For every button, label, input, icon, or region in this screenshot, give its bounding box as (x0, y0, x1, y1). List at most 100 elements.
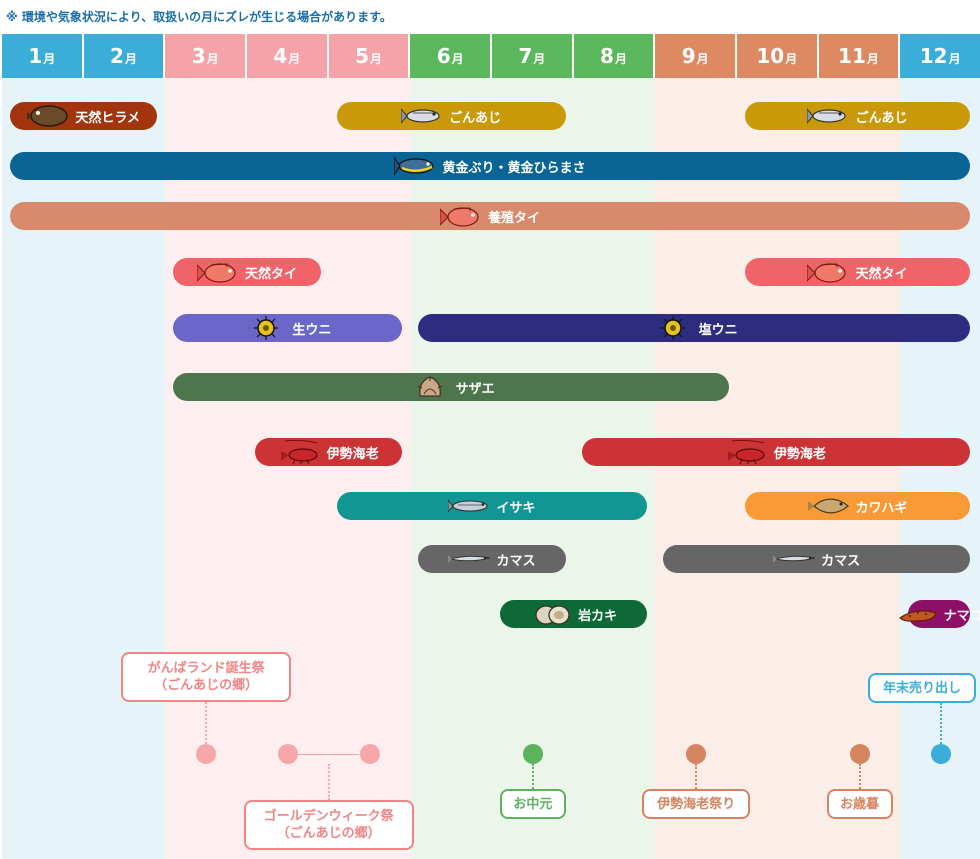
event-leader-line (531, 764, 534, 789)
month-unit: 月 (288, 52, 301, 66)
seafood-label: ナマコ (943, 608, 980, 624)
seafood-bar: 伊勢海老 (581, 438, 970, 466)
event-leader-line (327, 764, 330, 800)
event-dot (277, 744, 298, 764)
seafood-bar: ごんあじ (745, 102, 970, 130)
seafood-bar: 天然タイ (173, 258, 321, 286)
event-venue: （ごんあじの郷） (154, 678, 259, 693)
month-unit: 月 (614, 52, 627, 66)
month-number: 10 (756, 44, 785, 68)
month-unit: 月 (696, 52, 709, 66)
seafood-bar: 岩カキ (500, 600, 648, 628)
event-label: 伊勢海老祭り (642, 789, 751, 819)
sea-urchin-icon (244, 315, 288, 341)
month-number: 8 (600, 44, 614, 68)
seafood-bar: 天然ヒラメ (10, 102, 158, 130)
event-name: ゴールデンウィーク祭 (263, 809, 394, 824)
event-name: 伊勢海老祭り (657, 796, 736, 812)
event-dot (522, 744, 543, 764)
month-unit: 月 (451, 52, 464, 66)
seafood-bar: カマス (418, 545, 566, 573)
event-label: がんばランド誕生祭 （ごんあじの郷） (121, 652, 292, 702)
month-unit: 月 (206, 52, 219, 66)
event-dot (359, 744, 380, 764)
seafood-bar: 黄金ぶり・黄金ひらまさ (10, 152, 970, 180)
seafood-bar: イサキ (336, 492, 648, 520)
month-unit: 月 (124, 52, 137, 66)
horse-mackerel-icon (401, 103, 445, 129)
seafood-label: カワハギ (855, 500, 908, 516)
event-connector (297, 754, 360, 755)
event-name: お中元 (513, 796, 553, 812)
event-name: がんばランド誕生祭 (147, 661, 265, 676)
sea-cucumber-icon (896, 601, 940, 627)
seafood-label: カマス (821, 553, 861, 569)
event-dot (931, 744, 952, 764)
sea-bream-icon (439, 203, 484, 229)
event-dot (196, 744, 217, 764)
seafood-label: 生ウニ (292, 322, 332, 338)
seafood-label: 天然ヒラメ (75, 110, 140, 126)
event-dot (686, 744, 707, 764)
seafood-label: 伊勢海老 (326, 446, 379, 462)
sea-urchin-icon (651, 315, 695, 341)
seafood-label: 天然タイ (244, 266, 297, 282)
seafood-label: 塩ウニ (698, 322, 738, 338)
event-leader-line (695, 764, 698, 789)
seafood-bar: 養殖タイ (10, 202, 970, 230)
barracuda-icon (773, 546, 817, 572)
seafood-bar: 生ウニ (173, 314, 403, 342)
month-number: 1 (28, 44, 43, 68)
month-number: 9 (681, 44, 696, 68)
event-label: お歳暮 (826, 789, 893, 819)
barracuda-icon (448, 546, 492, 572)
seafood-label: 伊勢海老 (773, 446, 826, 462)
month-number: 5 (355, 44, 369, 68)
seafood-label: イサキ (496, 500, 536, 516)
oyster-icon (530, 601, 574, 627)
spiny-lobster-icon (726, 439, 770, 465)
seafood-bar: カワハギ (745, 492, 970, 520)
month-number: 12 (919, 44, 948, 68)
seafood-label: 養殖タイ (487, 210, 540, 226)
event-label: 年末売り出し (868, 673, 976, 703)
event-leader-line (205, 702, 208, 744)
event-name: お歳暮 (839, 796, 879, 812)
spiny-lobster-icon (279, 439, 323, 465)
flounder-icon (27, 103, 71, 129)
month-number: 11 (838, 44, 866, 68)
seafood-label: 岩カキ (578, 608, 618, 624)
month-number: 7 (518, 44, 533, 68)
event-name: 年末売り出し (882, 680, 961, 696)
horse-mackerel-icon (807, 103, 851, 129)
event-leader-line (940, 703, 943, 744)
sea-bream-icon (196, 259, 241, 285)
sea-bream-icon (807, 259, 851, 285)
event-label: ゴールデンウィーク祭 （ごんあじの郷） (243, 800, 414, 850)
month-number: 3 (191, 44, 206, 68)
seafood-bar: 塩ウニ (418, 314, 970, 342)
seafood-bar: ごんあじ (336, 102, 566, 130)
seafood-bar: サザエ (173, 373, 729, 401)
seafood-label: 黄金ぶり・黄金ひらまさ (442, 160, 586, 176)
seafood-bar: 伊勢海老 (255, 438, 403, 466)
month-number: 4 (273, 44, 288, 68)
month-unit: 月 (369, 52, 382, 66)
month-unit: 月 (533, 52, 546, 66)
month-unit: 月 (948, 52, 961, 66)
event-label: お中元 (499, 789, 566, 819)
event-venue: （ごんあじの郷） (276, 826, 381, 841)
seafood-label: サザエ (455, 381, 495, 397)
month-unit: 月 (785, 52, 798, 66)
seafood-label: 天然タイ (855, 266, 908, 282)
